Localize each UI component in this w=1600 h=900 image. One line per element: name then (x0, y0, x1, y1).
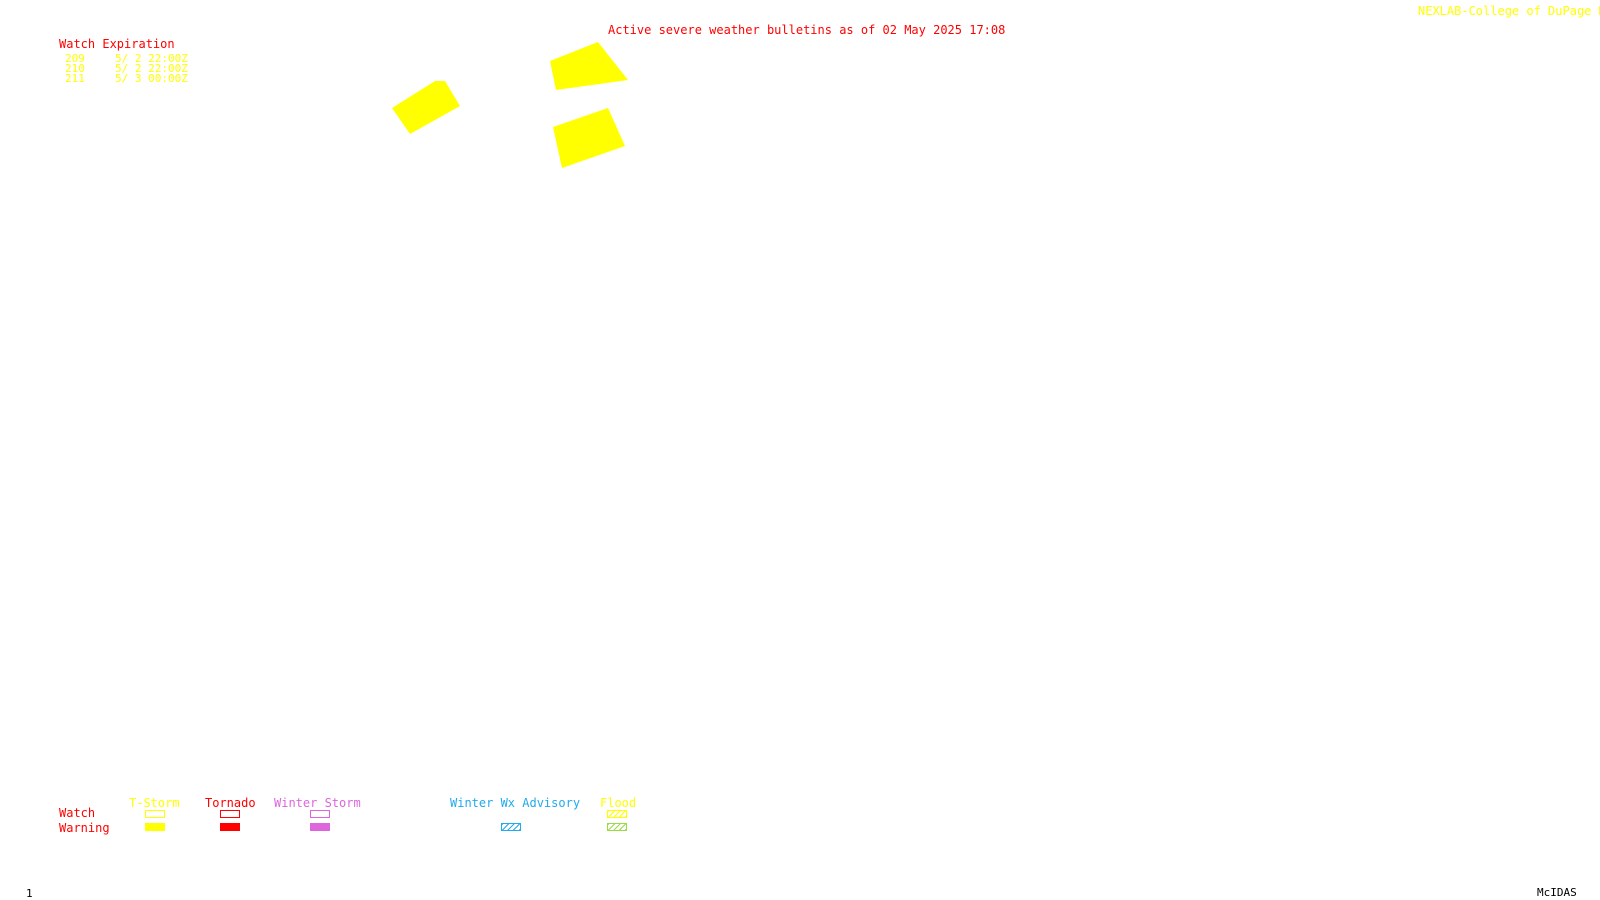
watch-expiration: 5/ 3 00:00Z (115, 72, 188, 85)
tornado-warning-swatch (220, 823, 240, 831)
watch-row: 210 5/ 2 22:00Z (65, 62, 188, 75)
winter-storm-watch-swatch (310, 810, 330, 818)
watch-number: 209 (65, 52, 85, 65)
software-label: McIDAS (1537, 886, 1577, 899)
flood-warning-swatch (607, 823, 627, 831)
watch-number: 210 (65, 62, 85, 75)
legend-flood-label: Flood (600, 796, 637, 810)
legend-watch-label: Watch (59, 806, 96, 820)
watch-area-polygon (550, 42, 628, 90)
watch-area-polygon (392, 81, 460, 134)
frame-number: 1 (26, 887, 33, 900)
legend-winter-storm-label: Winter Storm (274, 796, 361, 810)
legend-winter-wx-advisory-label: Winter Wx Advisory (450, 796, 581, 810)
watch-number: 211 (65, 72, 85, 85)
watch-expiration: 5/ 2 22:00Z (115, 52, 188, 65)
watch-expiration-header: Watch Expiration (59, 37, 175, 51)
tornado-watch-swatch (220, 810, 240, 818)
winter-storm-warning-swatch (310, 823, 330, 831)
watch-row: 211 5/ 3 00:00Z (65, 72, 188, 85)
page-title: Active severe weather bulletins as of 02… (608, 23, 1006, 37)
watch-area-polygon (553, 108, 625, 168)
legend-tornado-label: Tornado (205, 796, 256, 810)
tstorm-watch-swatch (145, 810, 165, 818)
credit-label: NEXLAB-College of DuPage M (1418, 4, 1600, 18)
legend-warning-label: Warning (59, 821, 110, 835)
winter-wx-advisory-swatch (501, 823, 521, 831)
legend-tstorm-label: T-Storm (129, 796, 180, 810)
flood-watch-swatch (607, 810, 627, 818)
watch-row: 209 5/ 2 22:00Z (65, 52, 188, 65)
tstorm-warning-swatch (145, 823, 165, 831)
watch-expiration: 5/ 2 22:00Z (115, 62, 188, 75)
